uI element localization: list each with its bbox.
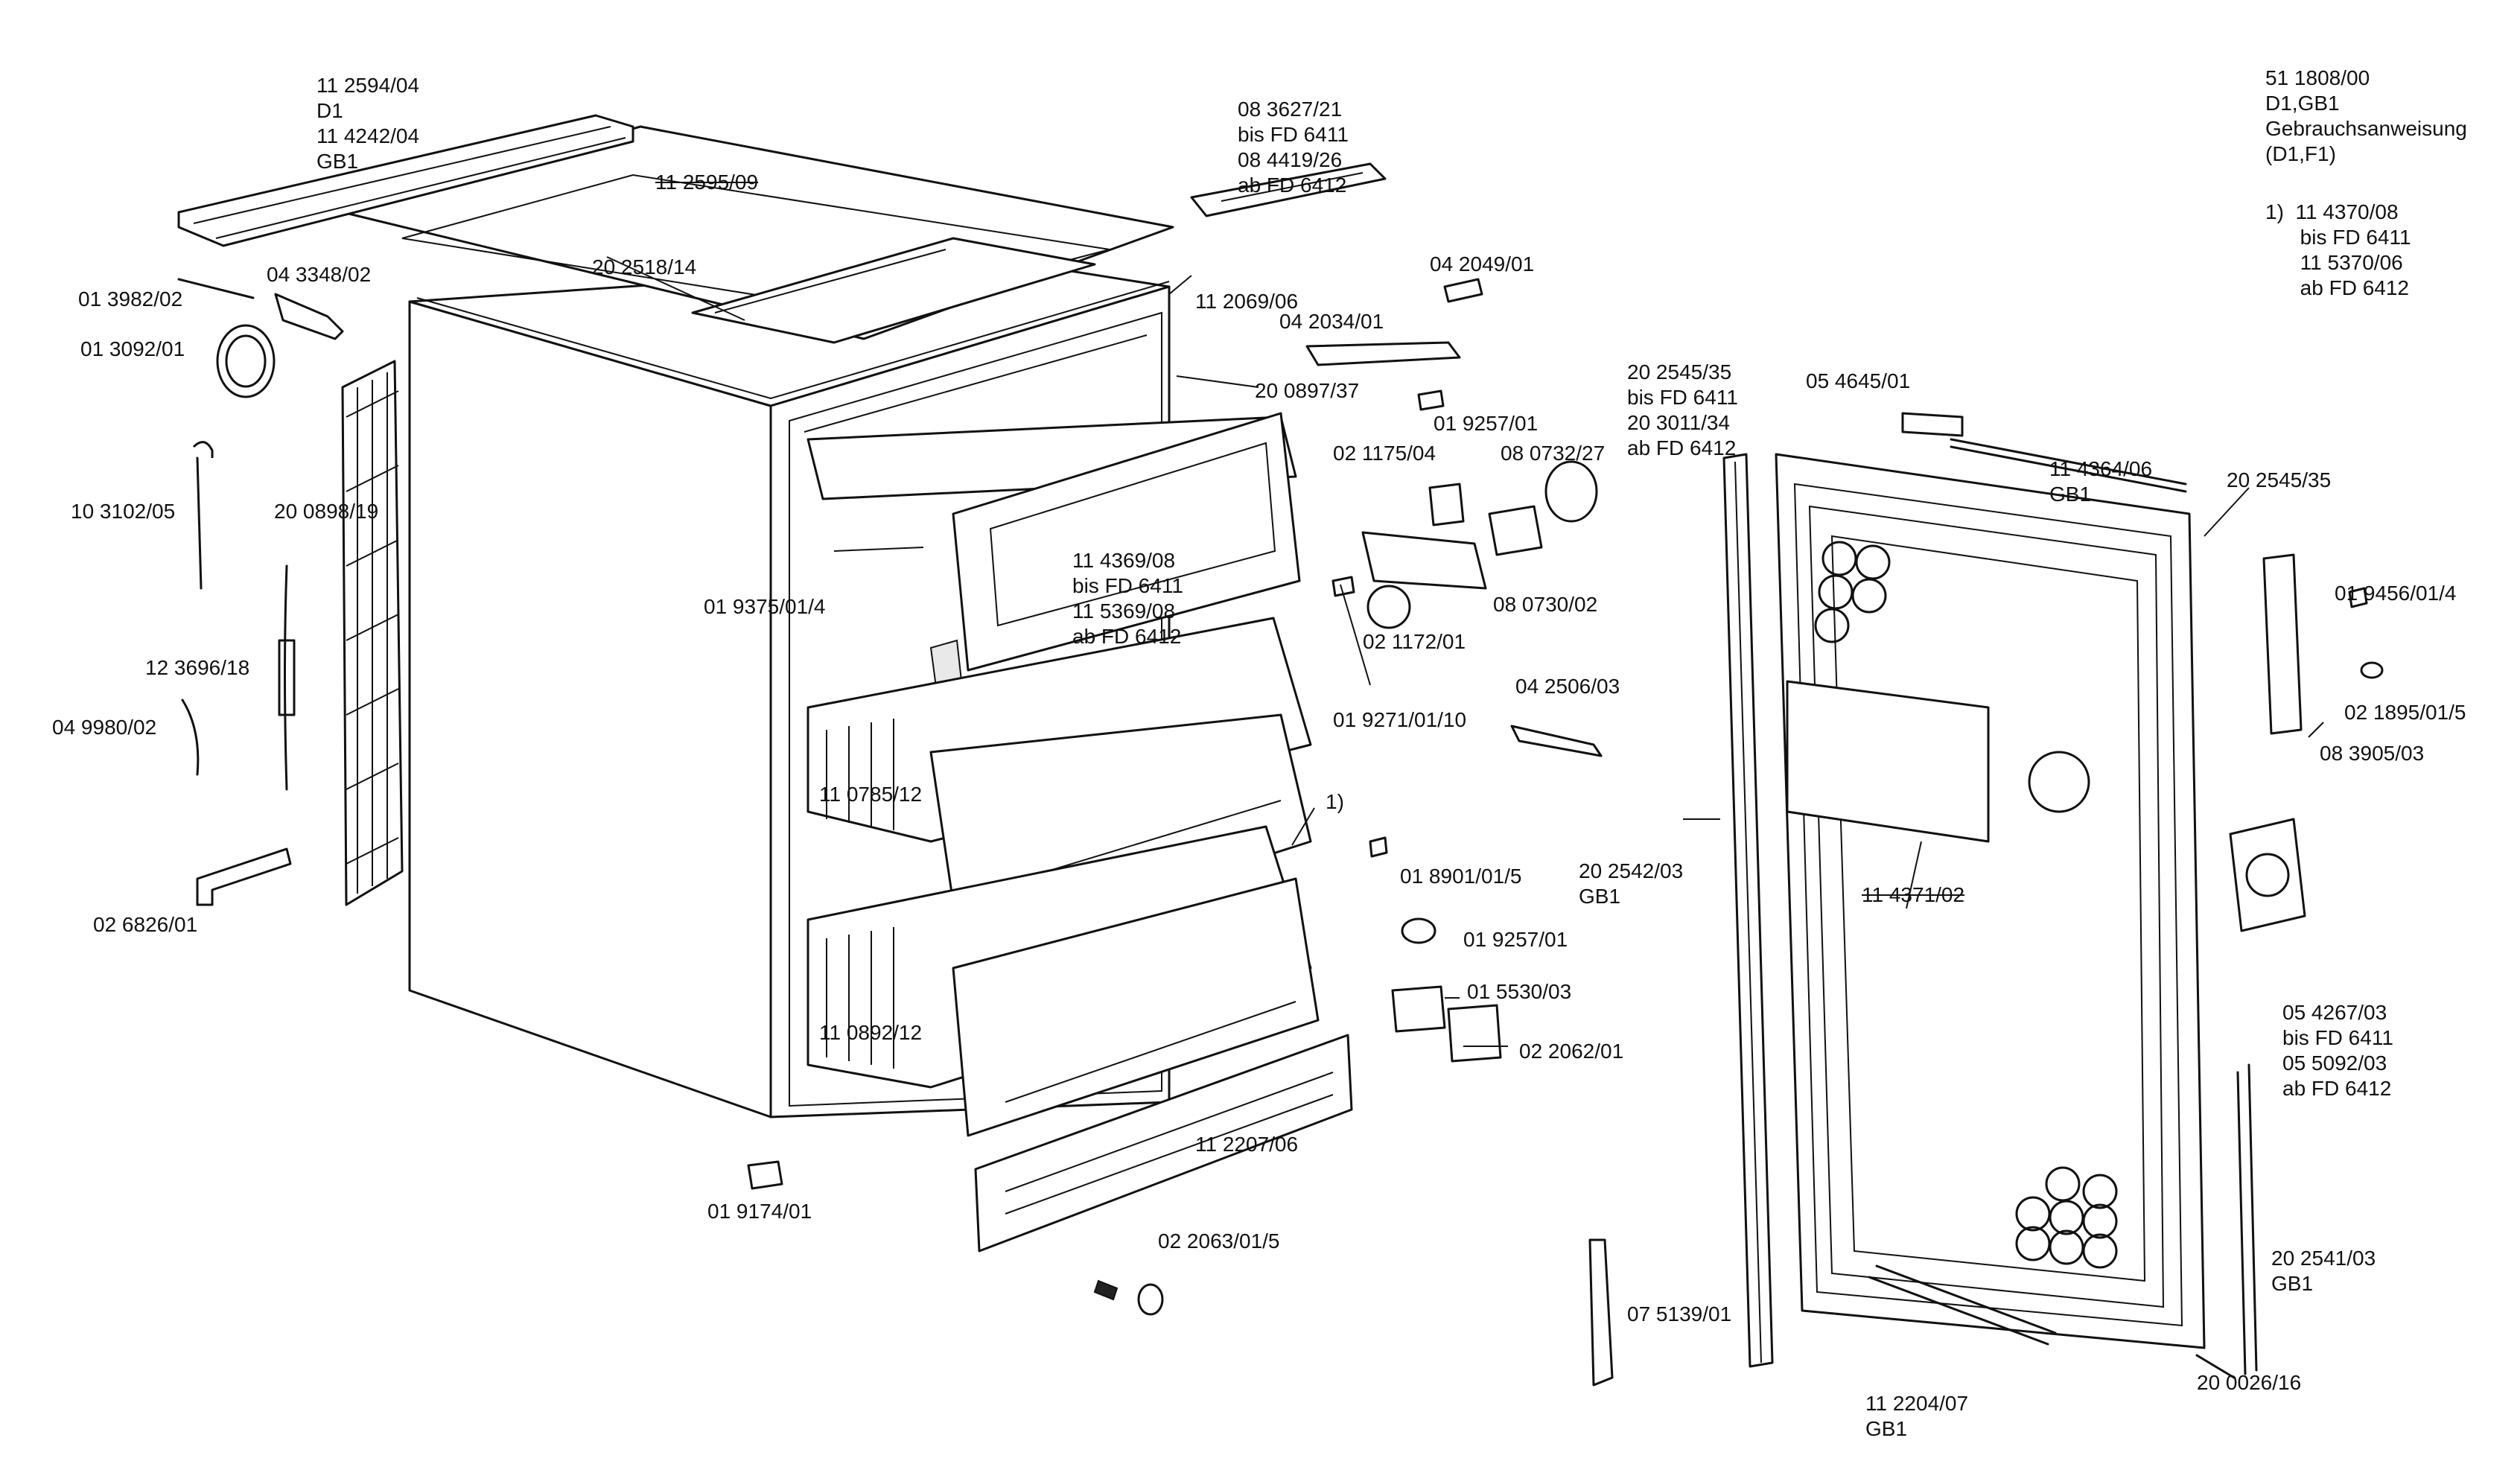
flap-11-4369-08 [952,412,1301,672]
label-01-9257-01-a: 01 9257/01 [1434,412,1539,435]
label-20-0026-16: 20 0026/16 [2197,1371,2302,1394]
label-11-4371-02: 11 4371/02 [1862,883,1965,906]
label-01-9375-01-4: 01 9375/01/4 [704,595,826,618]
label-01-3092-01: 01 3092/01 [80,337,185,360]
label-11-0785-12: 11 0785/12 [819,783,923,806]
freezer-door [1775,453,2206,1349]
label-05-4645-01: 05 4645/01 [1806,369,1911,392]
label-02-1172-01: 02 1172/01 [1363,630,1466,653]
foot-01-9174-01 [747,1160,783,1190]
screw-02-2063-01-5 [1093,1279,1164,1316]
top-cover-11-2595-09 [341,125,1174,344]
label-01-9257-01-b: 01 9257/01 [1463,928,1568,951]
label-10-3102-05: 10 3102/05 [71,500,176,523]
label-footnote-ref: 1) [1326,790,1344,813]
label-01-3982-02: 01 3982/02 [78,287,183,311]
part-04-2506-03 [1510,725,1603,757]
label-04-3348-02: 04 3348/02 [267,263,372,286]
label-11-2069-06: 11 2069/06 [1195,290,1299,313]
grille-11-2207-06 [974,1034,1353,1253]
label-04-9980-02: 04 9980/02 [52,716,157,739]
label-08-3905-03: 08 3905/03 [2320,742,2425,765]
label-02-1895-01-5: 02 1895/01/5 [2344,701,2466,724]
label-20-0898-19: 20 0898/19 [274,500,379,523]
middle-parts [1190,162,1614,1387]
part-05-4645-01 [1901,412,1964,437]
part-05-4267-03 [2229,818,2306,932]
door-strips [1722,412,2258,1379]
label-04-2034-01: 04 2034/01 [1279,310,1384,333]
label-01-9271-01-10: 01 9271/01/10 [1333,708,1467,731]
door-egg-rack-top [1814,541,1891,643]
label-11-2207-06: 11 2207/06 [1195,1133,1299,1156]
freezer-drawers [804,334,1320,1137]
label-07-5139-01: 07 5139/01 [1627,1302,1732,1326]
label-01-9174-01: 01 9174/01 [707,1200,812,1223]
rail-11-2594-04 [177,114,634,247]
strip-20-2545-35 [1722,453,1774,1368]
label-02-1175-04: 02 1175/04 [1333,442,1436,465]
door-plate-11-4371-02 [1786,680,1990,843]
label-11-2595-09: 11 2595/09 [655,171,759,194]
label-footnote-1: 1) 11 4370/08 bis FD 6411 11 5370/06 ab … [2265,200,2411,299]
label-12-3696-18: 12 3696/18 [145,656,250,679]
label-11-0892-12: 11 0892/12 [819,1021,923,1044]
label-04-2506-03: 04 2506/03 [1515,675,1620,698]
label-01-8901-01-5: 01 8901/01/5 [1400,865,1522,888]
door-egg-rack-bottom [2015,1166,2118,1269]
part-08-3905-03 [2262,553,2303,735]
label-01-5530-03: 01 5530/03 [1467,980,1572,1003]
part-08-0730-02 [1361,531,1487,590]
label-04-2049-01: 04 2049/01 [1430,252,1535,276]
left-small-parts [177,278,344,906]
label-02-2063-01-5: 02 2063/01/5 [1158,1229,1280,1253]
leader-lines [606,256,2324,1047]
label-20-0897-37: 20 0897/37 [1255,379,1360,402]
condenser-20-0898-19 [341,360,404,906]
label-08-0732-27: 08 0732/27 [1501,442,1606,465]
part-08-3627-21 [1190,162,1387,217]
label-02-6826-01: 02 6826/01 [93,913,198,936]
label-08-0730-02: 08 0730/02 [1493,593,1598,616]
label-01-9456-01-4: 01 9456/01/4 [2335,582,2457,605]
label-20-2545-35-b: 20 2545/35 [2227,468,2332,491]
label-02-2062-01: 02 2062/01 [1519,1040,1624,1063]
door-hinge-parts [2229,553,2384,932]
part-07-5139-01 [1588,1238,1614,1387]
label-20-2518-14: 20 2518/14 [592,255,697,279]
